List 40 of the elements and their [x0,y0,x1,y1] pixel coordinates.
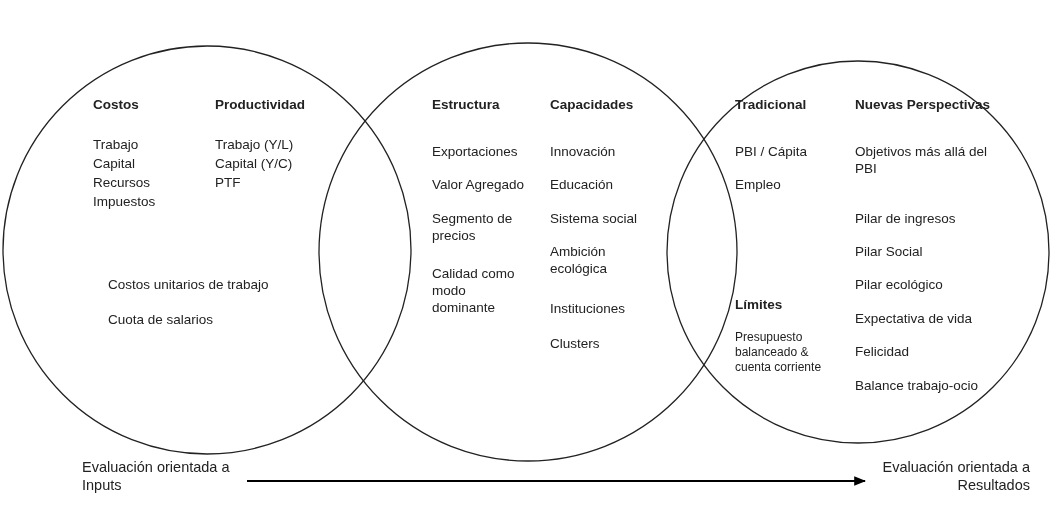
list-item: Cuota de salarios [108,311,214,328]
list-item: Expectativa de vida [855,310,973,327]
list-item: Pilar Social [855,243,923,260]
list-item: Instituciones [550,300,626,317]
column-heading: Capacidades [550,96,634,113]
list-item: PBI / Cápita [735,143,808,160]
list-item: Educación [550,176,614,193]
list-item: Capital [93,155,136,172]
list-item: Presupuesto balanceado & cuenta corriente [735,330,823,375]
list-item: PTF [215,174,241,191]
column-heading: Productividad [215,96,305,113]
list-item: Clusters [550,335,600,352]
list-item: Calidad como modo dominante [432,265,516,316]
list-item: Costos unitarios de trabajo [108,276,269,293]
axis-label: Evaluación orientada a Inputs [82,458,247,494]
list-item: Pilar de ingresos [855,210,956,227]
list-item: Pilar ecológico [855,276,943,293]
list-item: Exportaciones [432,143,518,160]
list-item: Valor Agregado [432,176,525,193]
circle [2,45,412,455]
list-item: Objetivos más allá del PBI [855,143,989,177]
column-heading: Estructura [432,96,500,113]
list-item: Ambición ecológica [550,243,609,277]
list-item: Felicidad [855,343,910,360]
list-item: Capital (Y/C) [215,155,293,172]
column-heading: Límites [735,296,783,313]
list-item: Balance trabajo-ocio [855,377,979,394]
list-item: Segmento de precios [432,210,514,244]
list-item: Trabajo (Y/L) [215,136,294,153]
arrow [246,476,867,486]
list-item: Impuestos [93,193,156,210]
column-heading: Tradicional [735,96,807,113]
list-item: Innovación [550,143,616,160]
column-heading: Costos [93,96,139,113]
list-item: Empleo [735,176,781,193]
list-item: Trabajo [93,136,139,153]
list-item: Recursos [93,174,151,191]
list-item: Sistema social [550,210,638,227]
axis-label: Evaluación orientada a Resultados [865,458,1030,494]
circle [666,60,1050,444]
